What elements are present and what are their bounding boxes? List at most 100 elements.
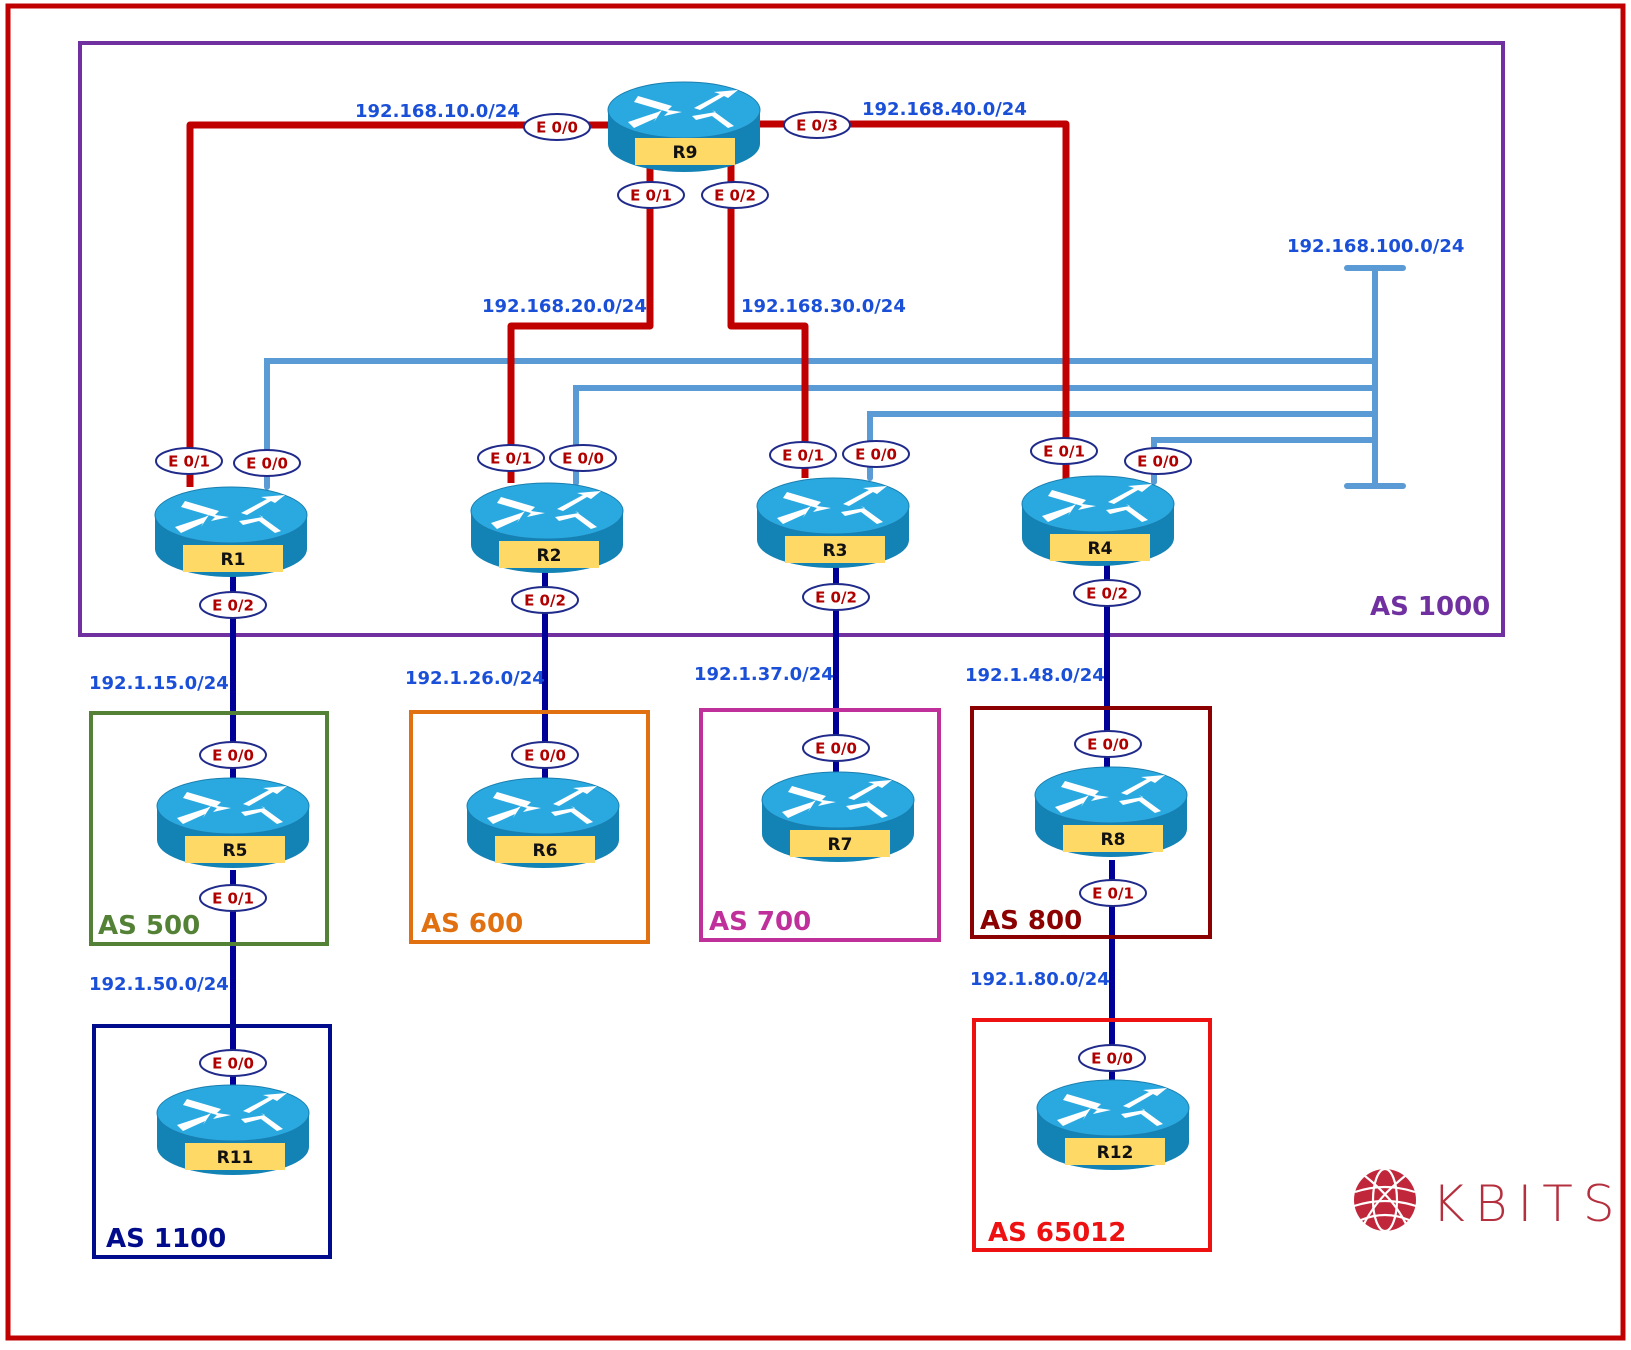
interface-badge-r7: E 0/0 <box>802 734 870 762</box>
interface-label: E 0/2 <box>714 187 756 205</box>
interface-ring <box>199 741 267 769</box>
kbits-logo: KBITS <box>1353 1167 1615 1233</box>
interface-label: E 0/0 <box>524 747 566 765</box>
interface-label: E 0/0 <box>212 747 254 765</box>
interface-label: E 0/0 <box>1091 1050 1133 1068</box>
as-label: AS 700 <box>709 907 811 937</box>
interface-ring <box>199 884 267 912</box>
interface-ring <box>155 447 223 475</box>
router-label: R2 <box>537 546 562 566</box>
interface-label: E 0/0 <box>562 450 604 468</box>
network-label: 192.1.26.0/24 <box>405 668 545 689</box>
router-r1[interactable]: R1 <box>154 486 308 578</box>
interface-label: E 0/1 <box>1043 443 1085 461</box>
interface-label: E 0/1 <box>168 453 210 471</box>
interface-ring <box>842 440 910 468</box>
router-label: R9 <box>673 143 698 163</box>
interface-label: E 0/0 <box>1087 736 1129 754</box>
interface-badge-r9: E 0/3 <box>783 111 851 139</box>
as-label: AS 800 <box>980 906 1082 936</box>
interface-badge-r4: E 0/0 <box>1124 447 1192 475</box>
interface-badge-r2: E 0/0 <box>549 444 617 472</box>
router-label: R8 <box>1101 830 1126 850</box>
router-label: R12 <box>1097 1143 1134 1163</box>
router-label: R3 <box>823 541 848 561</box>
as-label: AS 65012 <box>988 1218 1126 1248</box>
router-label: R11 <box>217 1148 254 1168</box>
interface-ring <box>477 444 545 472</box>
interface-badge-r8: E 0/0 <box>1074 730 1142 758</box>
interface-ring <box>523 113 591 141</box>
interface-badge-r5: E 0/0 <box>199 741 267 769</box>
router-r11[interactable]: R11 <box>156 1084 310 1176</box>
network-label: 192.168.30.0/24 <box>741 296 906 317</box>
interface-badge-r2: E 0/2 <box>511 586 579 614</box>
interface-ring <box>783 111 851 139</box>
interface-ring <box>1073 579 1141 607</box>
as-box-as600 <box>409 710 650 944</box>
router-r4[interactable]: R4 <box>1021 475 1175 567</box>
network-label: 192.1.50.0/24 <box>89 974 229 995</box>
router-r7[interactable]: R7 <box>761 771 915 863</box>
interface-badge-r9: E 0/0 <box>523 113 591 141</box>
interface-label: E 0/3 <box>796 117 838 135</box>
as-box-as65012 <box>972 1018 1212 1252</box>
router-r12[interactable]: R12 <box>1036 1079 1190 1171</box>
interface-ring <box>617 181 685 209</box>
interface-label: E 0/1 <box>490 450 532 468</box>
as-box-as1000 <box>78 41 1505 637</box>
interface-ring <box>1124 447 1192 475</box>
router-r8[interactable]: R8 <box>1034 766 1188 858</box>
interface-ring <box>549 444 617 472</box>
interface-label: E 0/1 <box>782 447 824 465</box>
router-label: R6 <box>533 841 558 861</box>
interface-ring <box>701 181 769 209</box>
as-box-as1100 <box>92 1024 332 1259</box>
interface-badge-r9: E 0/1 <box>617 181 685 209</box>
interface-ring <box>802 583 870 611</box>
interface-badge-r5: E 0/1 <box>199 884 267 912</box>
interface-badge-r4: E 0/2 <box>1073 579 1141 607</box>
router-label: R7 <box>828 835 853 855</box>
interface-label: E 0/0 <box>212 1055 254 1073</box>
as-label: AS 500 <box>98 911 200 941</box>
interface-label: E 0/1 <box>1092 885 1134 903</box>
router-r2[interactable]: R2 <box>470 482 624 574</box>
interface-label: E 0/0 <box>536 119 578 137</box>
network-label: 192.1.48.0/24 <box>965 665 1105 686</box>
interface-label: E 0/2 <box>212 597 254 615</box>
network-label: 192.168.10.0/24 <box>355 101 520 122</box>
ibgp-links <box>186 120 1070 487</box>
network-label: 192.1.15.0/24 <box>89 673 229 694</box>
interface-label: E 0/1 <box>212 890 254 908</box>
interface-badge-r1: E 0/2 <box>199 591 267 619</box>
interface-ring <box>769 441 837 469</box>
router-r6[interactable]: R6 <box>466 777 620 869</box>
interface-label: E 0/2 <box>1086 585 1128 603</box>
interface-label: E 0/0 <box>246 455 288 473</box>
as-box-as700 <box>699 708 941 942</box>
router-r9[interactable]: R9 <box>607 81 761 173</box>
network-label: 192.1.80.0/24 <box>970 969 1110 990</box>
interface-ring <box>1078 1044 1146 1072</box>
interface-badge-r2: E 0/1 <box>477 444 545 472</box>
interface-label: E 0/2 <box>524 592 566 610</box>
network-label: 192.1.37.0/24 <box>694 664 834 685</box>
router-label: R1 <box>221 550 246 570</box>
network-label: 192.168.100.0/24 <box>1287 236 1464 257</box>
interface-ring <box>233 449 301 477</box>
interface-badge-r4: E 0/1 <box>1030 437 1098 465</box>
interface-badge-r3: E 0/0 <box>842 440 910 468</box>
router-r3[interactable]: R3 <box>756 477 910 569</box>
interface-ring <box>802 734 870 762</box>
interface-badge-r3: E 0/1 <box>769 441 837 469</box>
interface-label: E 0/0 <box>1137 453 1179 471</box>
interface-ring <box>1079 879 1147 907</box>
router-r5[interactable]: R5 <box>156 777 310 869</box>
interface-ring <box>199 1049 267 1077</box>
globe-icon <box>1353 1167 1417 1233</box>
interface-badges: E 0/0 E 0/3 E 0/1 E 0/2 E 0/1 E 0/0 E 0/2 E 0/1… <box>155 111 1192 1077</box>
interface-badge-r1: E 0/1 <box>155 447 223 475</box>
interface-badge-r8: E 0/1 <box>1079 879 1147 907</box>
